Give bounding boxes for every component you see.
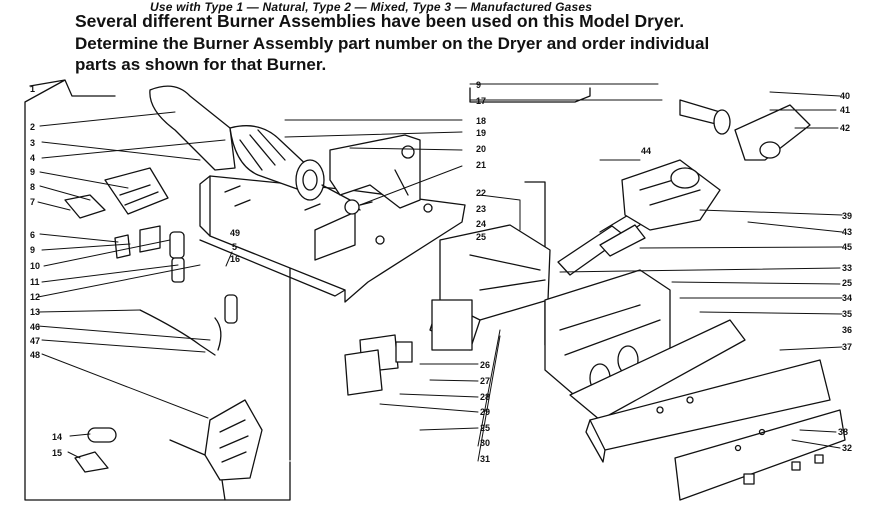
callout-10: 10 <box>30 261 40 271</box>
orifice-fitting-45 <box>599 224 646 257</box>
callout-14: 14 <box>52 432 62 442</box>
mounting-bracket <box>199 175 466 303</box>
burner-cover <box>585 359 831 463</box>
callout-15: 15 <box>52 448 62 458</box>
callout-7: 7 <box>30 197 35 207</box>
callout-28: 28 <box>480 392 490 402</box>
callout-6: 6 <box>30 230 35 240</box>
upper-bracket <box>329 134 421 209</box>
gasket-28 <box>344 349 383 396</box>
switch-assembly <box>64 167 169 219</box>
callout-36: 36 <box>842 325 852 335</box>
sensor-wire <box>139 309 222 356</box>
callout-46: 46 <box>30 322 40 332</box>
callout-29: 29 <box>480 407 490 417</box>
coil-parts <box>114 225 185 283</box>
sensor-probe <box>224 294 238 324</box>
leader-lines <box>37 83 843 462</box>
part-14 <box>87 427 117 443</box>
callout-39: 39 <box>842 211 852 221</box>
pressure-regulator <box>621 159 721 231</box>
callout-9b: 9 <box>30 245 35 255</box>
callout-9a: 9 <box>30 167 35 177</box>
front-panel <box>674 409 846 501</box>
callout-33: 33 <box>842 263 852 273</box>
callout-8: 8 <box>30 182 35 192</box>
callout-2: 2 <box>30 122 35 132</box>
filter-26 <box>395 341 413 363</box>
callout-45: 45 <box>842 242 852 252</box>
callout-32: 32 <box>842 443 852 453</box>
callout-25a: 25 <box>476 232 486 242</box>
callout-48: 48 <box>30 350 40 360</box>
callout-35: 35 <box>842 309 852 319</box>
callout-5: 5 <box>232 242 237 252</box>
callout-20: 20 <box>476 144 486 154</box>
callout-1: 1 <box>30 84 35 94</box>
instruction-line-1: Several different Burner Assemblies have… <box>75 11 685 31</box>
callout-31: 31 <box>480 454 490 464</box>
instruction-line-3: parts as shown for that Burner. <box>75 55 327 74</box>
instruction-line-2: Determine the Burner Assembly part numbe… <box>75 34 710 53</box>
part-15 <box>74 451 109 473</box>
callout-40: 40 <box>840 91 850 101</box>
gas-valve <box>429 224 551 351</box>
right-assembly-frame <box>469 87 591 103</box>
callout-42: 42 <box>840 123 850 133</box>
callout-16: 16 <box>230 254 240 264</box>
callout-41: 41 <box>840 105 850 115</box>
callout-9c: 9 <box>476 80 481 90</box>
callout-47: 47 <box>30 336 40 346</box>
callout-21: 21 <box>476 160 486 170</box>
burner-housing <box>544 269 746 421</box>
callout-23: 23 <box>476 204 486 214</box>
callout-25b: 25 <box>480 423 490 433</box>
callout-38: 38 <box>838 427 848 437</box>
callout-4: 4 <box>30 153 35 163</box>
callout-17: 17 <box>476 96 486 106</box>
callout-18: 18 <box>476 116 486 126</box>
callout-37: 37 <box>842 342 852 352</box>
callout-11: 11 <box>30 277 40 287</box>
callout-19: 19 <box>476 128 486 138</box>
callout-12: 12 <box>30 292 40 302</box>
igniter-housing <box>149 85 361 215</box>
callout-44: 44 <box>641 146 651 156</box>
ignition-control-board <box>169 399 263 501</box>
callout-49: 49 <box>230 228 240 238</box>
callout-24: 24 <box>476 219 486 229</box>
callout-26: 26 <box>480 360 490 370</box>
callout-13: 13 <box>30 307 40 317</box>
callout-22: 22 <box>476 188 486 198</box>
callout-30: 30 <box>480 438 490 448</box>
callout-3: 3 <box>30 138 35 148</box>
diagram-subtitle: Use with Type 1 — Natural, Type 2 — Mixe… <box>150 0 593 14</box>
callout-25c: 25 <box>842 278 852 288</box>
inlet-fitting <box>679 99 811 161</box>
callout-34: 34 <box>842 293 852 303</box>
callout-27: 27 <box>480 376 490 386</box>
callout-43: 43 <box>842 227 852 237</box>
left-assembly-frame <box>24 79 291 501</box>
